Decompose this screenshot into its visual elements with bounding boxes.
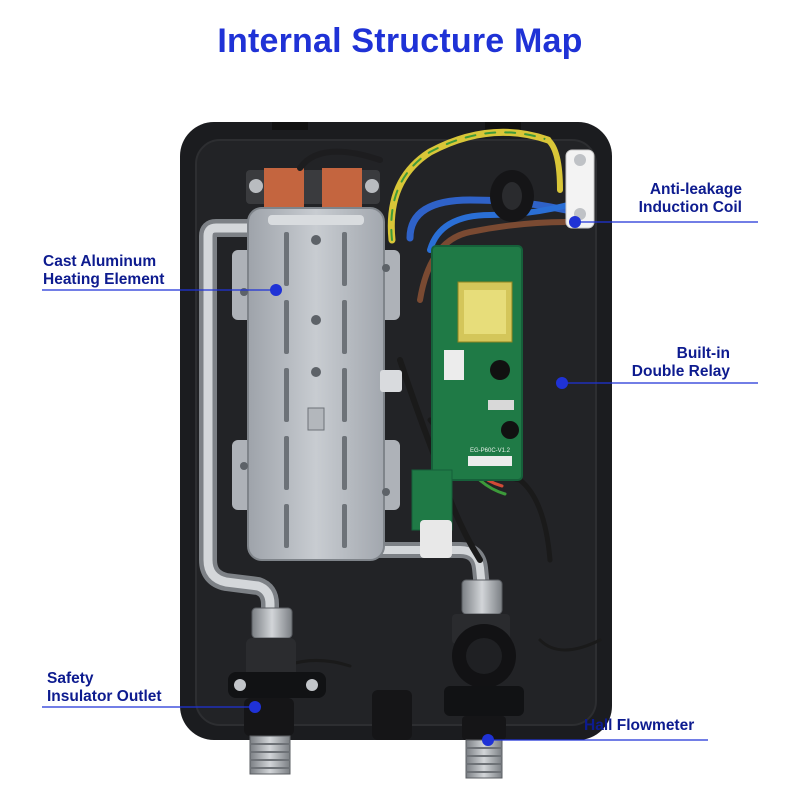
callout-line: Heating Element xyxy=(43,271,165,288)
callout-hall-flowmeter: Hall Flowmeter xyxy=(584,717,694,735)
induction-coil xyxy=(490,149,595,229)
housing xyxy=(180,122,612,740)
terminal-block xyxy=(246,168,380,208)
hall-flowmeter xyxy=(444,579,524,779)
pcb-board: EG-P60C-V1.2 xyxy=(380,245,523,558)
pcb-mark: EG-P60C-V1.2 xyxy=(470,448,511,454)
callout-line: Anti-leakage xyxy=(649,181,742,198)
callout-line: Built-in xyxy=(676,345,730,362)
insulator-outlet xyxy=(228,607,326,775)
callout-line: Induction Coil xyxy=(638,199,742,216)
callout-line: Hall Flowmeter xyxy=(584,717,695,734)
page-title: Internal Structure Map xyxy=(217,22,583,60)
heating-element xyxy=(232,207,400,561)
callout-line: Double Relay xyxy=(631,363,730,380)
callout-line: Insulator Outlet xyxy=(47,688,162,705)
leader-lines xyxy=(42,216,758,746)
callout-line: Safety xyxy=(47,670,94,687)
callout-line: Cast Aluminum xyxy=(43,253,157,270)
callout-double-relay: Built-in Double Relay xyxy=(632,345,730,381)
callout-anti-leakage-coil: Anti-leakage Induction Coil xyxy=(639,181,742,217)
callout-insulator-outlet: Safety Insulator Outlet xyxy=(47,670,162,706)
callout-heating-element: Cast Aluminum Heating Element xyxy=(43,253,164,289)
